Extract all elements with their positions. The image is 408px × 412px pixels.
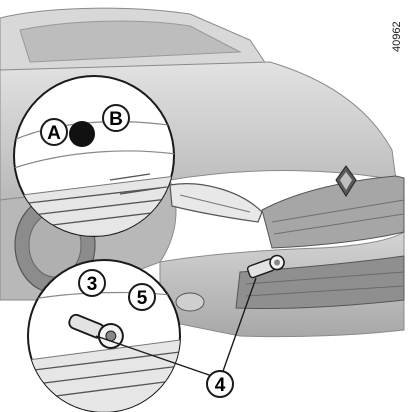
callout-b: B — [109, 109, 123, 130]
inset-detail-top: A B — [14, 76, 176, 236]
callout-a: A — [47, 123, 61, 144]
callout-4: 4 — [215, 375, 226, 396]
callout-5: 5 — [137, 288, 148, 309]
reference-number: 40962 — [391, 21, 403, 52]
inset-detail-bottom: 3 5 — [28, 260, 180, 412]
callout-3: 3 — [87, 274, 98, 295]
